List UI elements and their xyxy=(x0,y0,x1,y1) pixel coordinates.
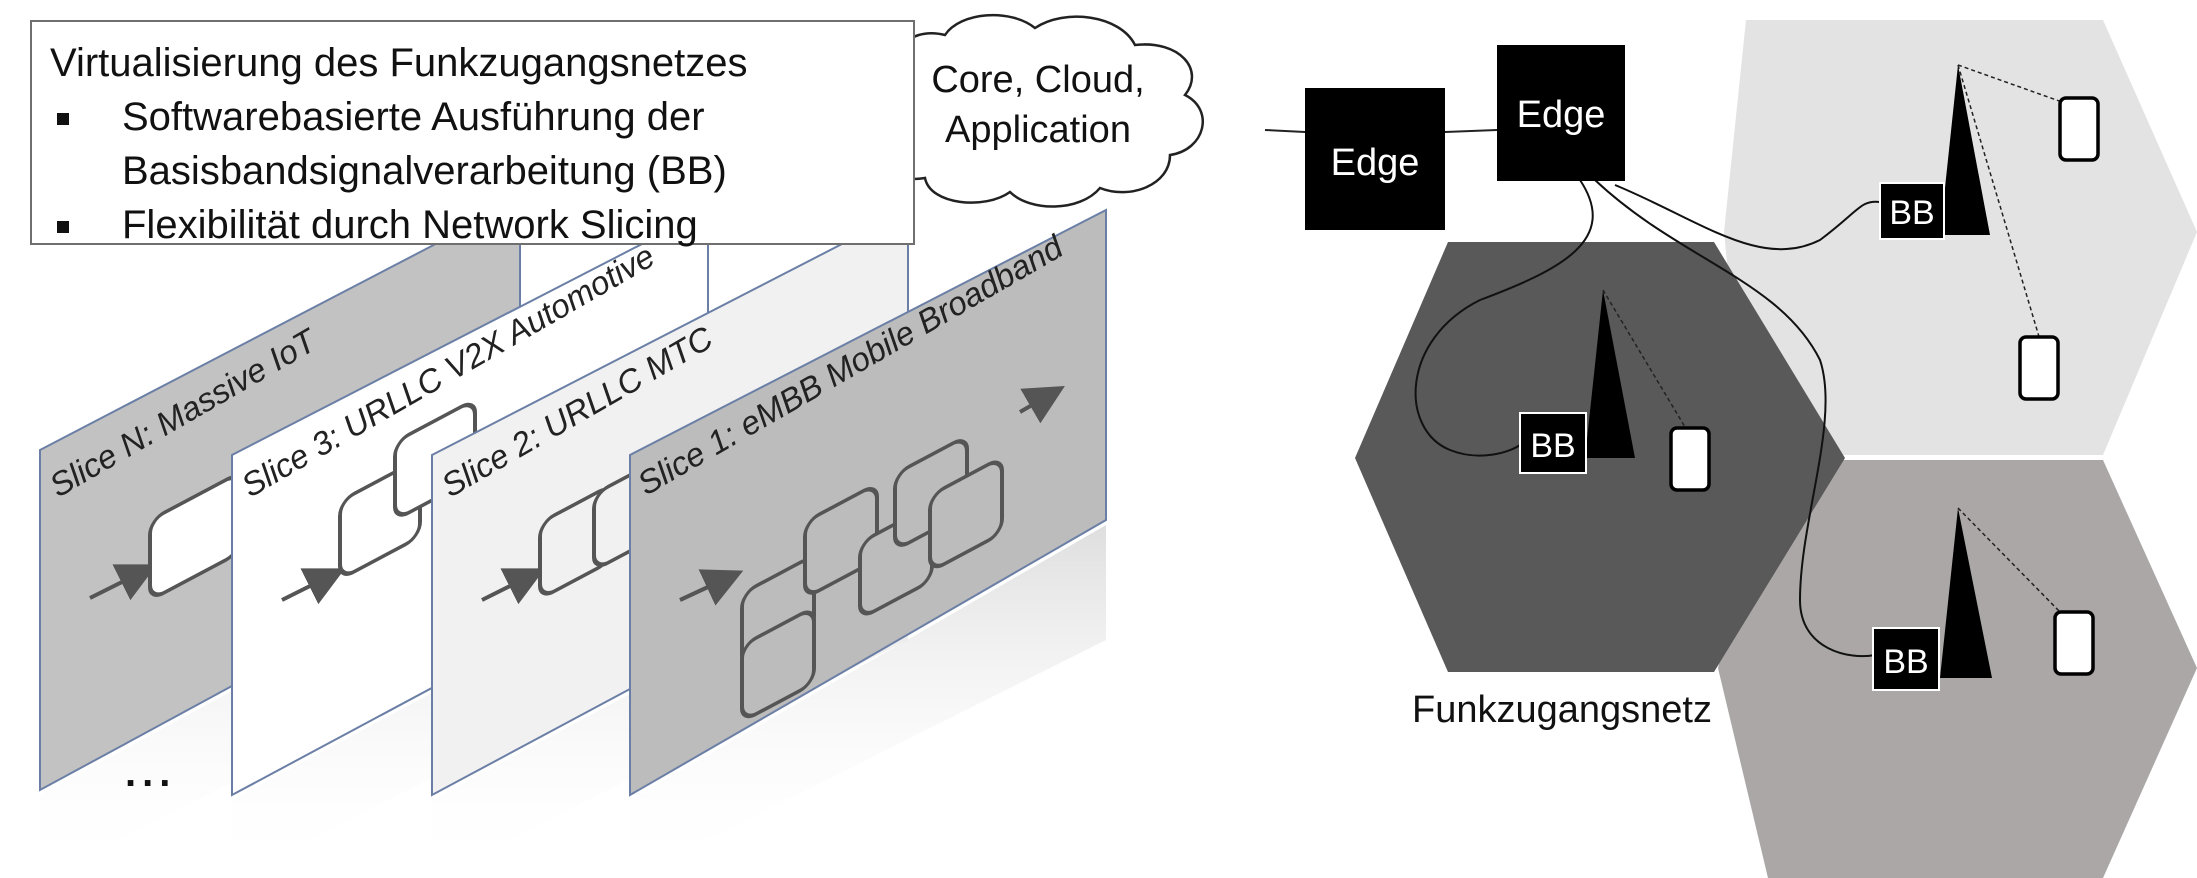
ue-device-dark xyxy=(1669,426,1711,492)
info-box-bullet-1: Softwarebasierte Ausführung der xyxy=(50,90,913,144)
tower-dark-cell xyxy=(1585,289,1689,458)
bb-unit-mid: BB xyxy=(1872,627,1940,691)
ue-device-mid xyxy=(2053,610,2095,676)
edge-node-right: Edge xyxy=(1497,45,1625,181)
ue-device-light-1 xyxy=(2058,96,2100,162)
slice-1-flow xyxy=(679,385,1065,719)
bb-unit-light-label: BB xyxy=(1889,194,1934,232)
backhaul-links xyxy=(1264,129,1498,133)
bb-unit-dark: BB xyxy=(1519,412,1587,474)
cloud-node: Core, Cloud, Application xyxy=(853,13,1204,208)
tower-mid-cell xyxy=(1940,507,2061,678)
bb-unit-light: BB xyxy=(1879,182,1945,240)
bb-unit-mid-label: BB xyxy=(1883,643,1928,681)
bb-unit-dark-label: BB xyxy=(1530,427,1575,465)
network-label: Funkzugangsnetz xyxy=(1412,689,1712,731)
edge-node-left-label: Edge xyxy=(1331,142,1420,184)
info-box-title: Virtualisierung des Funkzugangsnetzes xyxy=(50,41,748,85)
edge-node-left: Edge xyxy=(1305,88,1445,230)
info-box-bullet-2: Flexibilität durch Network Slicing xyxy=(50,198,913,252)
info-box-list: Softwarebasierte Ausführung der Basisban… xyxy=(50,90,913,252)
cloud-label-line2: Application xyxy=(945,109,1131,151)
ue-device-light-2 xyxy=(2018,335,2060,401)
edge-node-right-label: Edge xyxy=(1517,94,1606,136)
cloud-label-line1: Core, Cloud, xyxy=(931,59,1144,101)
tower-light-cell xyxy=(1940,64,2063,341)
slices-ellipsis: ... xyxy=(125,751,176,795)
info-box-bullet-1-continuation: Basisbandsignalverarbeitung (BB) xyxy=(122,149,727,193)
info-box: Virtualisierung des Funkzugangsnetzes So… xyxy=(30,20,915,247)
fronthaul-links xyxy=(1414,179,1881,658)
